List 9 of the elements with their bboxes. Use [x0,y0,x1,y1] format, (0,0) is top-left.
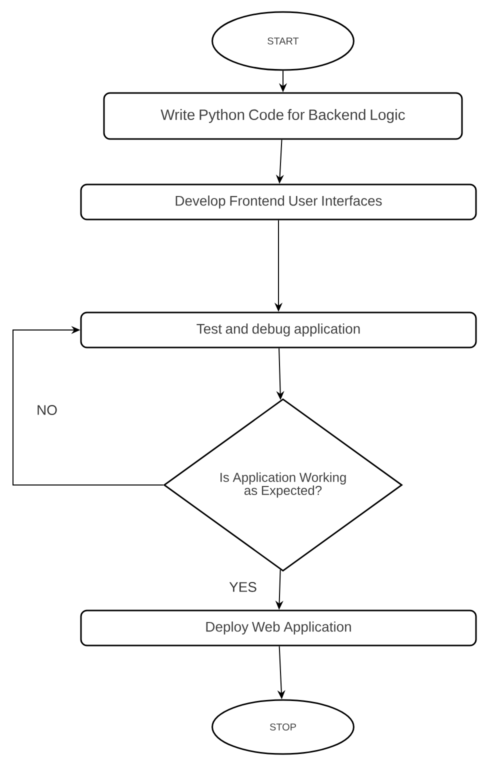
terminal-oval: STOP [212,699,354,755]
process-box: Write Python Code for Backend Logic [103,92,463,140]
process-box: Develop Frontend User Interfaces [80,184,477,220]
edge-label: NO [36,404,58,416]
edge-label: YES [228,581,258,593]
process-box: Test and debug application [80,312,477,348]
arrow [12,326,164,486]
terminal-oval: START [212,11,354,71]
process-box: Deploy Web Application [80,610,477,646]
